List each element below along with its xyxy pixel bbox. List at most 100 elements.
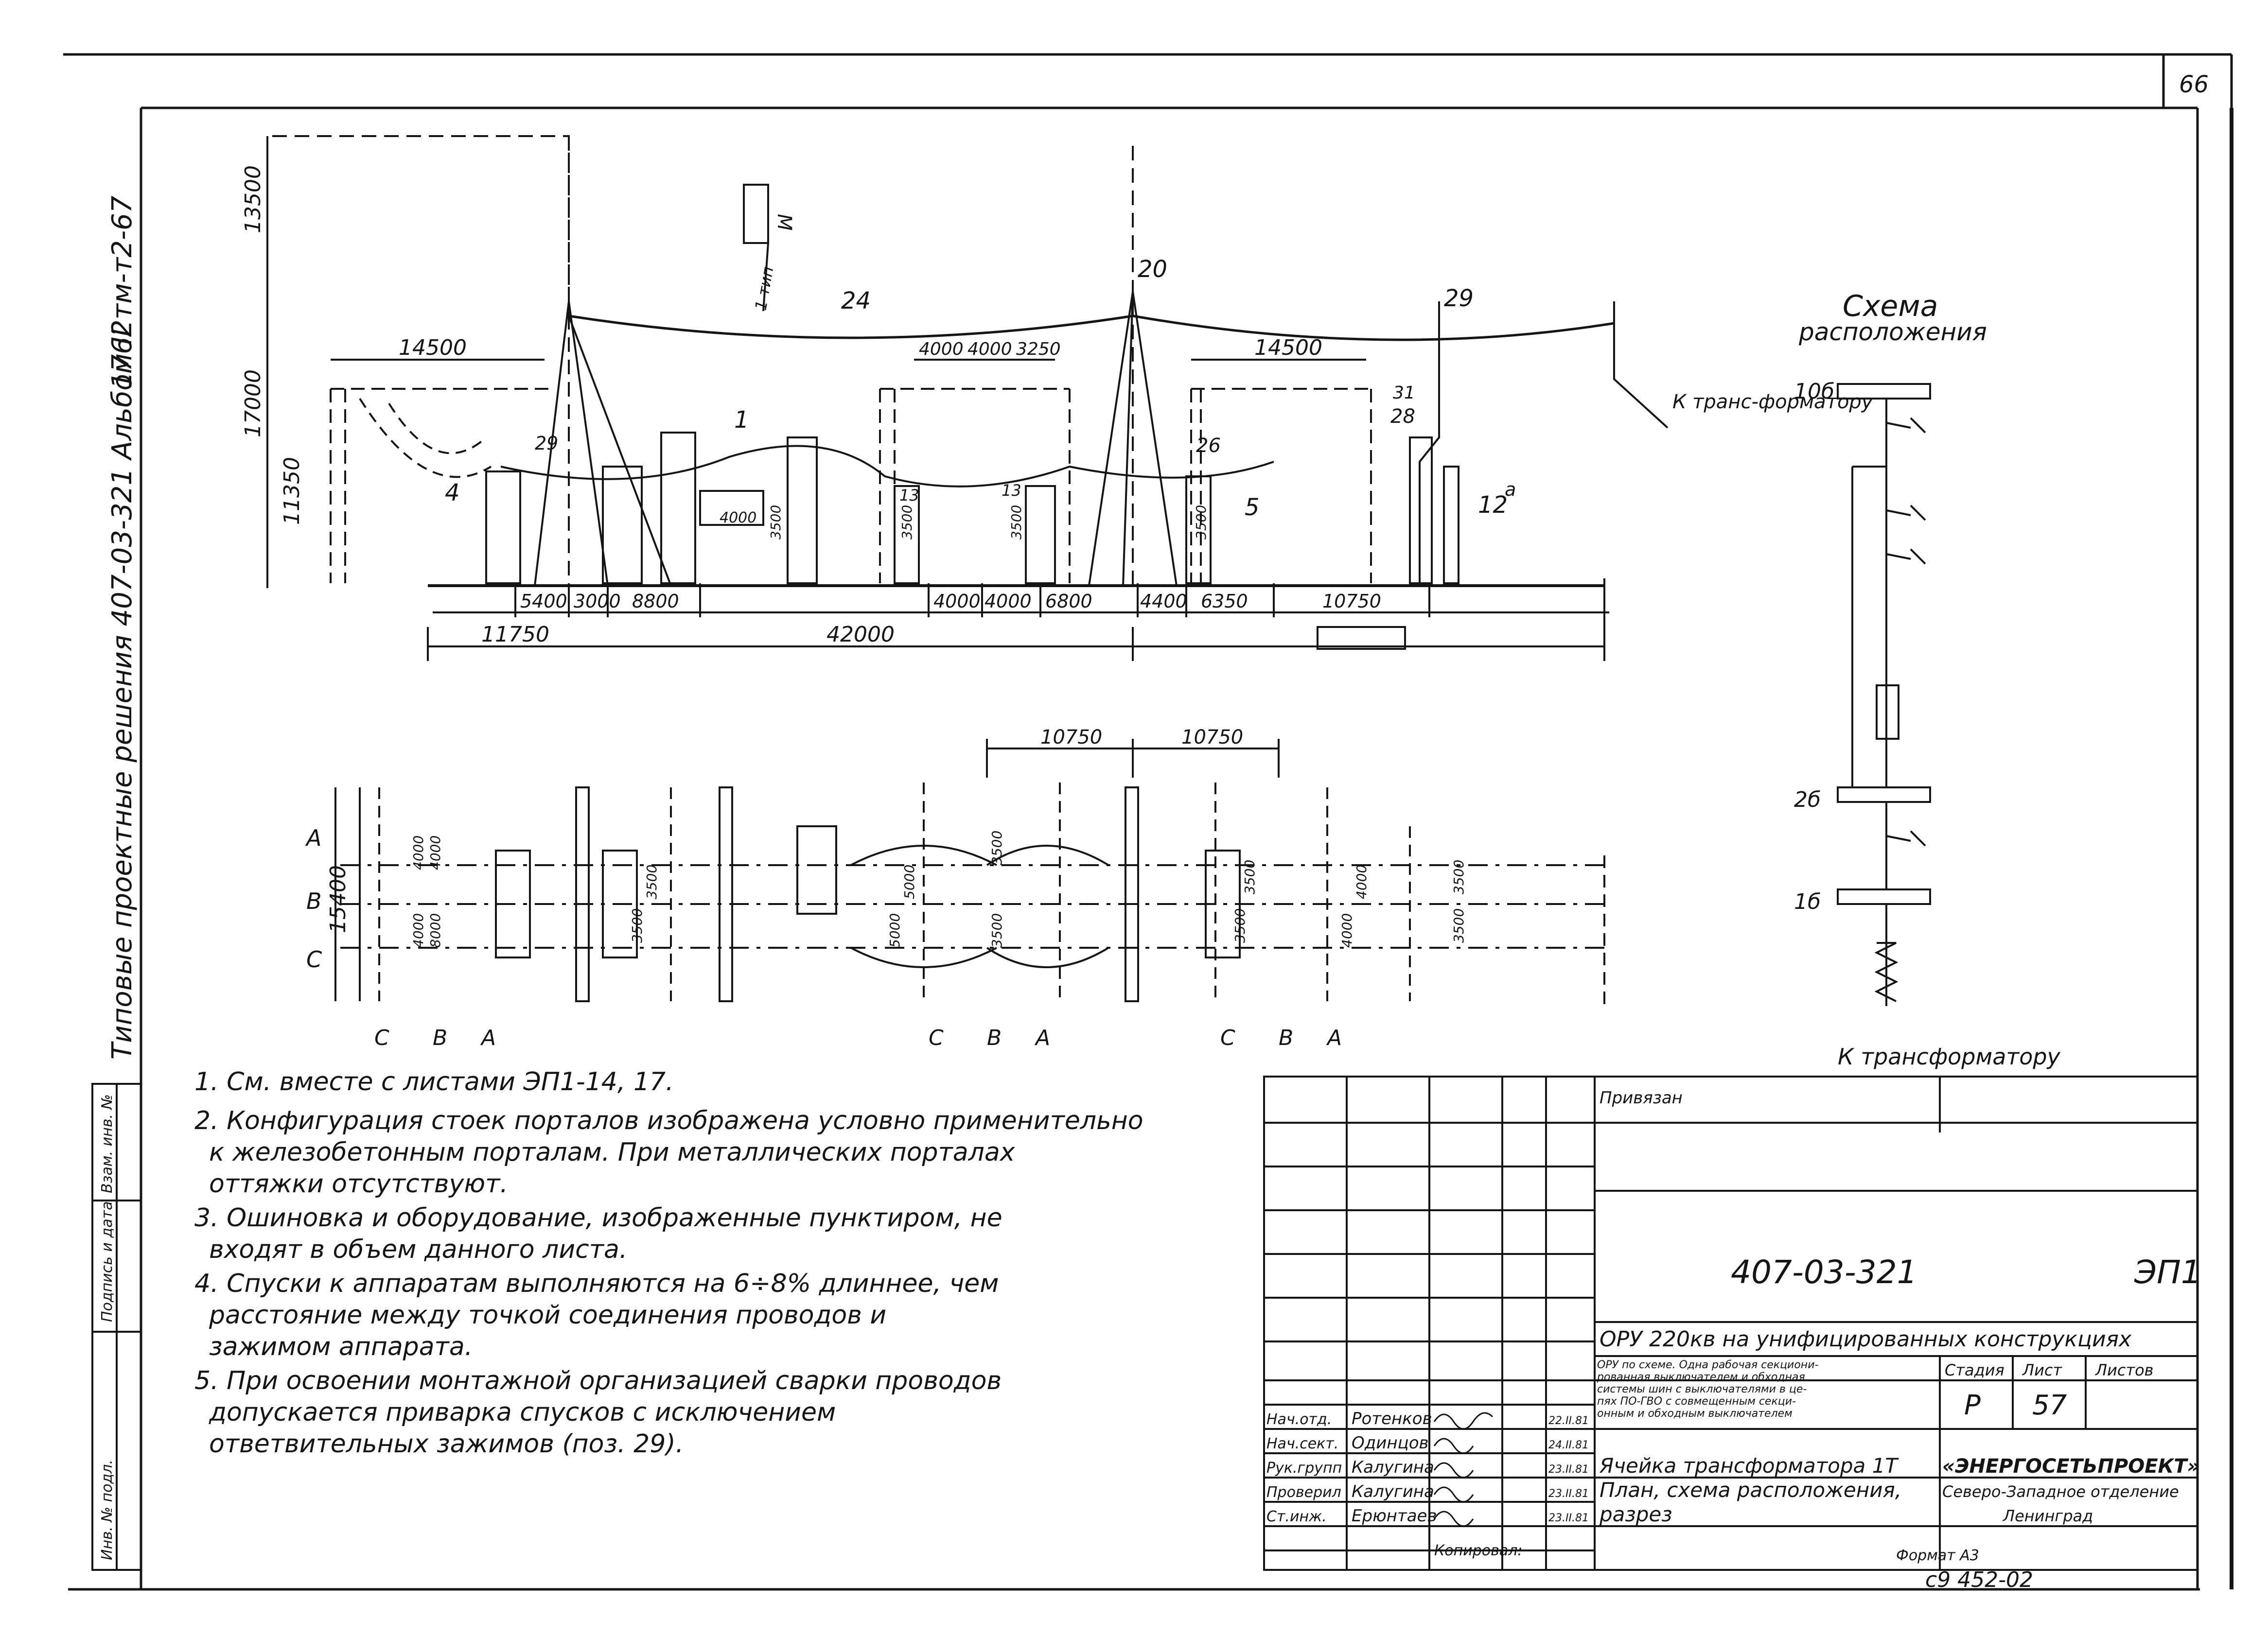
- plan-col-c-1: С: [374, 1026, 389, 1050]
- note-4-line-3: зажимом аппарата.: [209, 1332, 473, 1361]
- note-2-line-3: оттяжки отсутствуют.: [209, 1169, 508, 1199]
- side-stamp-inv: Инв. № подл.: [99, 1460, 116, 1560]
- tb-role-1: Нач.отд.: [1266, 1411, 1332, 1428]
- dim-14500-left: 14500: [399, 335, 467, 360]
- plan-col-c-3: С: [1220, 1026, 1235, 1050]
- tb-drawing-title-1: Ячейка трансформатора 1Т: [1599, 1454, 1899, 1478]
- note-2-line-1: 2. Конфигурация стоек порталов изображен…: [194, 1106, 1143, 1135]
- side-stamp-vzam: Взам. инв. №: [99, 1094, 116, 1193]
- section-dims-text: 13500 17000 11350 14500 4000 4000 3250 1…: [241, 165, 1381, 647]
- tb-archive: с9 452-02: [1925, 1567, 2033, 1592]
- tb-role-4: Проверил: [1266, 1484, 1341, 1501]
- tb-org-sub-1: Северо-Западное отделение: [1942, 1482, 2179, 1501]
- dim-6350: 6350: [1201, 591, 1248, 612]
- dim-14500-right: 14500: [1254, 335, 1322, 360]
- plan-dim-7: 5000: [887, 913, 903, 948]
- label-29-left: 29: [535, 433, 558, 454]
- tb-role-5: Ст.инж.: [1266, 1508, 1327, 1525]
- note-3-line-2: входят в объем данного листа.: [209, 1235, 628, 1264]
- label-29-right: 29: [1444, 285, 1474, 312]
- plan-dim-4: 8000: [427, 913, 443, 948]
- dim-4000-e: 4000: [720, 509, 756, 526]
- title-block-text: Привязан 407-03-321 ЭП1 ОРУ 220кв на уни…: [1266, 1088, 2201, 1592]
- scheme-diagram: [1837, 383, 1931, 1006]
- dim-10750: 10750: [1322, 591, 1381, 612]
- scheme-label-1b: 1б: [1794, 889, 1821, 914]
- title-block: [1263, 1076, 2198, 1571]
- tb-date-4: 23.II.81: [1548, 1488, 1589, 1500]
- scheme-text: Схема расположения 10б 2б 1б К трансформ…: [1794, 289, 2061, 1070]
- plan-row-b: В: [306, 888, 322, 914]
- tb-col-stage: Стадия: [1945, 1361, 2004, 1379]
- plan-col-b-3: В: [1279, 1026, 1293, 1050]
- note-5-line-1: 5. При освоении монтажной организацией с…: [194, 1366, 1002, 1395]
- tb-project: ОРУ 220кв на унифицированных конструкция…: [1600, 1327, 2132, 1352]
- dim-11750: 11750: [481, 622, 549, 647]
- plan-dim-16: 3500: [1451, 860, 1467, 894]
- side-text-code: 1762тм-т2-67: [106, 195, 138, 389]
- plan-dim-11: 3500: [1232, 908, 1248, 943]
- tb-kopiroval: Копировал:: [1434, 1542, 1523, 1559]
- tb-org-name: «ЭНЕРГОСЕТЬПРОЕКТ»: [1942, 1455, 2200, 1478]
- dim-3250: 3250: [1016, 339, 1061, 359]
- label-12: 12: [1478, 491, 1508, 519]
- scheme-bottom-label: К трансформатору: [1838, 1044, 2061, 1070]
- note-3-line-1: 3. Ошиновка и оборудование, изображенные…: [194, 1203, 1002, 1233]
- dim-13500: 13500: [241, 165, 265, 233]
- plan-dim-6: 3500: [644, 865, 660, 899]
- tb-desc-1: ОРУ по схеме. Одна рабочая секциони-: [1597, 1359, 1818, 1371]
- tb-org-sub-2: Ленинград: [2003, 1507, 2093, 1525]
- scheme-label-2b: 2б: [1794, 787, 1821, 812]
- label-4: 4: [445, 479, 460, 506]
- label-28: 28: [1390, 405, 1415, 428]
- label-13-a: 13: [899, 486, 919, 505]
- dim-4000-d: 4000: [985, 591, 1032, 612]
- note-4-line-1: 4. Спуски к аппаратам выполняются на 6÷8…: [194, 1269, 999, 1298]
- plan-dim-5: 3500: [629, 908, 645, 943]
- plan-dim-1: 4000: [410, 913, 426, 948]
- scheme-title-2: расположения: [1798, 318, 1987, 346]
- plan-col-b-1: В: [433, 1026, 447, 1050]
- plan-dim-2: 4000: [410, 835, 426, 870]
- plan-col-c-2: С: [929, 1026, 944, 1050]
- tb-sheet-no: 57: [2032, 1390, 2067, 1421]
- tb-date-3: 23.II.81: [1548, 1463, 1589, 1476]
- dim-4000-b: 4000: [967, 339, 1012, 359]
- plan-dim-13: 4000: [1339, 913, 1355, 948]
- plan-dim-top-1: 10750: [1040, 726, 1102, 748]
- label-1-tip: 1 тип: [751, 265, 777, 312]
- signatures: [1433, 1412, 1494, 1527]
- tb-date-1: 22.II.81: [1548, 1415, 1589, 1427]
- plan-dim-top-2: 10750: [1181, 726, 1243, 748]
- dim-3500-d: 3500: [1193, 505, 1209, 540]
- tb-desc-5: онным и обходным выключателем: [1597, 1408, 1793, 1420]
- dim-4000-a: 4000: [919, 339, 964, 359]
- note-1: 1. См. вместе с листами ЭП1-14, 17.: [194, 1067, 674, 1096]
- label-m: М: [773, 214, 795, 231]
- label-13-b: 13: [1002, 481, 1021, 500]
- tb-drawing-title-2: План, схема расположения,: [1600, 1478, 1901, 1502]
- transformer-label: К транс-форматору: [1672, 391, 1874, 413]
- plan-dim-12: 3500: [1242, 860, 1258, 894]
- note-2-line-2: к железобетонным порталам. При металличе…: [209, 1138, 1015, 1167]
- note-4-line-2: расстояние между точкой соединения прово…: [209, 1301, 887, 1330]
- tb-desc-4: пях ПО-ГВО с совмещенным секци-: [1597, 1395, 1796, 1408]
- label-12-sup: а: [1505, 479, 1516, 500]
- tb-name-3: Калугина: [1352, 1458, 1434, 1477]
- plan-col-a-2: А: [1034, 1026, 1050, 1050]
- sheet-frame: [63, 53, 2233, 1591]
- label-26: 26: [1196, 435, 1221, 457]
- plan-dim-10: 3500: [989, 831, 1005, 865]
- tb-doc-number: 407-03-321: [1731, 1253, 1917, 1291]
- scheme-title-1: Схема: [1843, 289, 1938, 323]
- plan-dim-14: 4000: [1354, 865, 1370, 899]
- tb-privyazan: Привязан: [1600, 1088, 1683, 1108]
- plan-text: 10750 10750 А В С 15400 С В А С В А С В …: [305, 726, 1467, 1050]
- tb-col-sheet: Лист: [2022, 1361, 2062, 1379]
- tb-date-2: 24.II.81: [1548, 1439, 1589, 1451]
- dim-4400: 4400: [1140, 591, 1187, 612]
- tb-name-2: Одинцов: [1352, 1433, 1429, 1453]
- tb-stage: Р: [1964, 1390, 1981, 1421]
- dim-3500-b: 3500: [899, 505, 915, 540]
